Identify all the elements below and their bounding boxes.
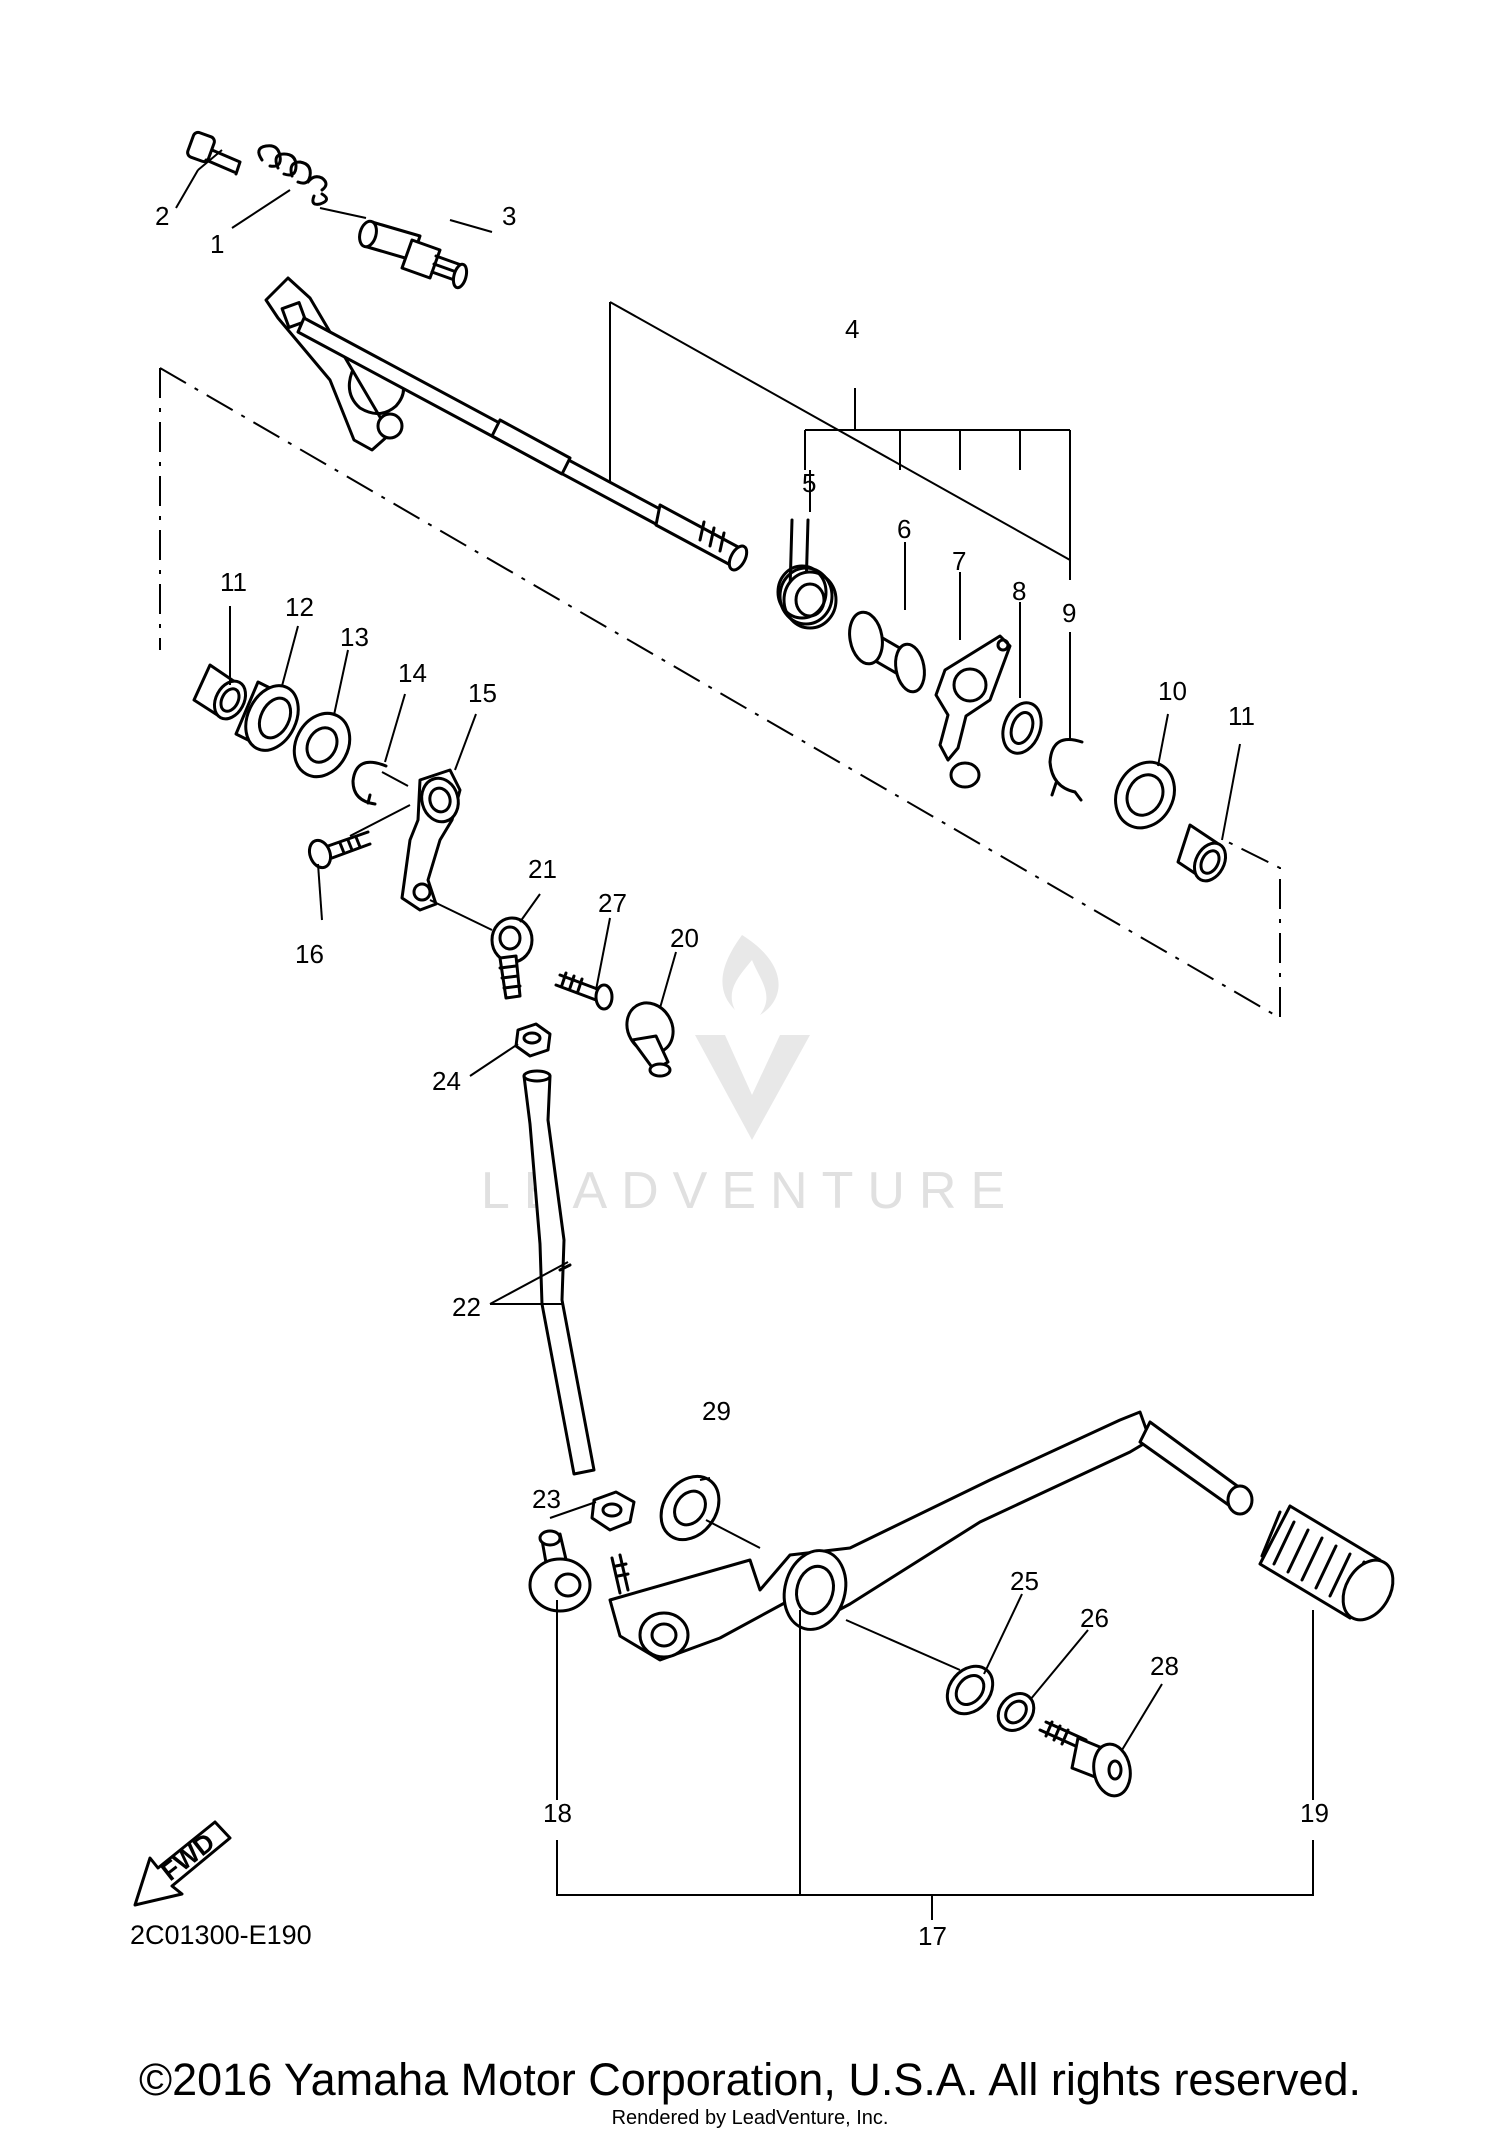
part-13-washer <box>292 711 352 779</box>
callout-labels: 1 2 3 4 5 6 7 8 9 10 11 11 12 13 14 15 1… <box>155 201 1329 1951</box>
part-6-collar <box>848 610 926 694</box>
callout-3: 3 <box>502 201 516 231</box>
part-28-pivot-bolt <box>1038 1720 1132 1798</box>
callout-25: 25 <box>1010 1566 1039 1596</box>
callout-1: 1 <box>210 229 224 259</box>
part-16-bolt <box>307 830 372 870</box>
part-8-washer <box>1001 701 1043 755</box>
v-logo-icon <box>695 1035 810 1140</box>
callout-23: 23 <box>532 1484 561 1514</box>
part-3-stud <box>358 219 469 290</box>
callout-26: 26 <box>1080 1603 1109 1633</box>
part-10-washer <box>1114 760 1176 830</box>
part-19-rubber-grip <box>1258 1504 1395 1622</box>
callout-19: 19 <box>1300 1798 1329 1828</box>
leadventure-watermark: LEADVENTURE <box>481 935 1019 1220</box>
callout-8: 8 <box>1012 576 1026 606</box>
callout-14: 14 <box>398 658 427 688</box>
part-11-bearing-left <box>192 663 248 721</box>
callout-6: 6 <box>897 514 911 544</box>
callout-11-left: 11 <box>220 567 247 597</box>
part-11-bearing-right <box>1176 823 1228 883</box>
callout-28: 28 <box>1150 1651 1179 1681</box>
part-14-circlip <box>351 760 388 806</box>
part-26-washer <box>996 1692 1036 1732</box>
part-22-shift-rod <box>522 1069 596 1476</box>
callout-5: 5 <box>802 468 816 498</box>
part-1-spring <box>257 144 328 206</box>
callout-21: 21 <box>528 854 557 884</box>
callout-16: 16 <box>295 939 324 969</box>
callout-20: 20 <box>670 923 699 953</box>
callout-22: 22 <box>452 1292 481 1322</box>
watermark-text: LEADVENTURE <box>481 1162 1019 1220</box>
callout-9: 9 <box>1062 598 1076 628</box>
callout-13: 13 <box>340 622 369 652</box>
callout-10: 10 <box>1158 676 1187 706</box>
part-27-bolt <box>554 971 614 1011</box>
part-5-spring <box>776 518 838 630</box>
part-15-shift-arm <box>349 768 462 912</box>
callout-7: 7 <box>952 546 966 576</box>
callout-24: 24 <box>432 1066 461 1096</box>
callout-11-right: 11 <box>1228 701 1255 731</box>
callout-15: 15 <box>468 678 497 708</box>
part-24-nut <box>514 1022 552 1058</box>
part-20-rod-end <box>625 1001 675 1078</box>
part-29-washer <box>659 1474 761 1549</box>
leader-lines <box>175 149 1314 1920</box>
fwd-arrow-icon: FWD <box>133 1820 232 1907</box>
part-18-rod-end <box>528 1529 592 1613</box>
part-9-circlip <box>1048 738 1084 802</box>
assembly-frame-upper <box>159 367 1281 1020</box>
callout-17: 17 <box>918 1921 947 1951</box>
part-17-shift-pedal <box>608 1410 1254 1671</box>
shift-shaft <box>264 276 749 572</box>
callout-2: 2 <box>155 201 169 231</box>
part-23-nut <box>590 1490 636 1532</box>
diagram-code: 2C01300-E190 <box>130 1920 312 1950</box>
callout-27: 27 <box>598 888 627 918</box>
rendered-by-notice: Rendered by LeadVenture, Inc. <box>612 2107 889 2129</box>
callout-4: 4 <box>845 314 859 344</box>
part-25-washer <box>945 1664 995 1716</box>
part-2-bolt <box>186 130 242 176</box>
callout-29: 29 <box>702 1396 731 1426</box>
callout-12: 12 <box>285 592 314 622</box>
copyright-notice: ©2016 Yamaha Motor Corporation, U.S.A. A… <box>139 2054 1361 2105</box>
part-7-stopper-lever <box>934 634 1012 789</box>
part-12-oil-seal <box>234 680 300 752</box>
flame-logo-icon <box>722 935 779 1015</box>
callout-18: 18 <box>543 1798 572 1828</box>
part-21-rod-end <box>429 899 534 1000</box>
